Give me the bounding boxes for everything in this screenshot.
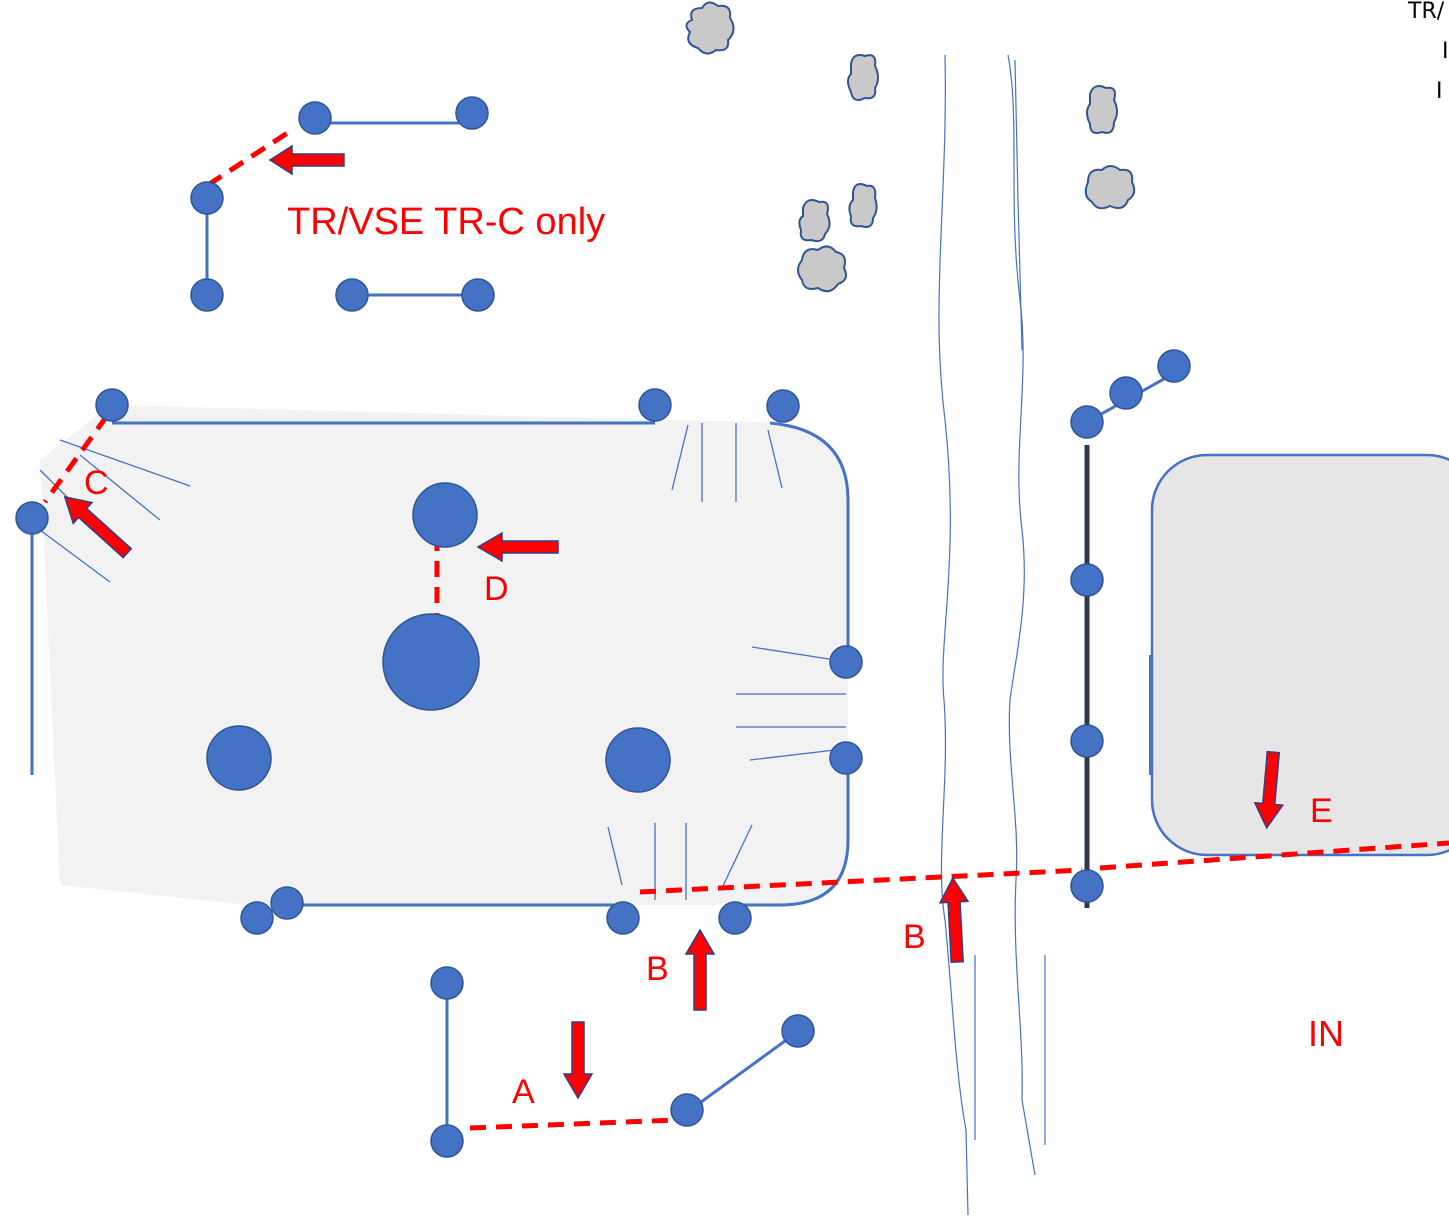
pole xyxy=(335,278,369,312)
label-e: E xyxy=(1310,792,1333,830)
right-box xyxy=(1149,453,1449,857)
pole xyxy=(190,181,224,215)
label-b-right: B xyxy=(903,918,926,956)
arrow-up-icon xyxy=(684,928,716,1011)
dashed-c xyxy=(42,393,125,504)
dashed-b xyxy=(639,867,1083,895)
pole xyxy=(781,1014,815,1048)
bush-icon xyxy=(797,245,847,293)
dashed-e xyxy=(1099,840,1449,871)
arrow-up-left-icon xyxy=(63,495,133,559)
pole xyxy=(1109,376,1143,410)
label-c: C xyxy=(84,464,109,502)
pole xyxy=(240,901,274,935)
pole xyxy=(430,1124,464,1158)
pole xyxy=(829,741,863,775)
pole xyxy=(298,101,332,135)
label-in: IN xyxy=(1308,1013,1344,1054)
pole xyxy=(1070,869,1104,903)
pole xyxy=(718,901,752,935)
creek xyxy=(938,54,1046,1216)
pole xyxy=(455,96,489,130)
top-note-label: TR/VSE TR-C only xyxy=(287,201,605,243)
pole xyxy=(412,482,478,548)
hatch-lines xyxy=(39,423,846,900)
pole xyxy=(638,388,672,422)
arena-top-right-corner xyxy=(769,421,850,662)
poles xyxy=(15,96,1191,1158)
pole xyxy=(95,388,129,422)
bush-icon xyxy=(1086,85,1118,134)
arrow-down-icon xyxy=(1253,750,1285,830)
pole xyxy=(461,278,495,312)
pole xyxy=(206,725,272,791)
red-arrows xyxy=(63,144,1285,1100)
arena-right-lower-edge xyxy=(735,758,850,907)
pole xyxy=(606,901,640,935)
bush-icon xyxy=(685,1,735,55)
bush-icon xyxy=(798,199,831,243)
bush-icon xyxy=(847,54,879,101)
pole xyxy=(1157,349,1191,383)
dashed-top-left xyxy=(206,127,294,188)
pole xyxy=(829,645,863,679)
label-b-left: B xyxy=(646,950,669,988)
pole xyxy=(270,886,304,920)
arrow-left-icon xyxy=(268,144,345,176)
pole xyxy=(15,501,49,535)
pole xyxy=(605,727,671,793)
corner-text-1: TR/ xyxy=(1407,0,1445,24)
corner-text-3: I xyxy=(1436,79,1443,104)
label-a: A xyxy=(512,1073,535,1111)
pole xyxy=(190,278,224,312)
pole xyxy=(1070,724,1104,758)
bush-icon xyxy=(1084,165,1136,210)
bushes xyxy=(685,1,1136,293)
dashed-a xyxy=(469,1117,677,1131)
label-d: D xyxy=(484,570,509,608)
corner-text-2: I xyxy=(1442,39,1449,64)
arrow-left-icon xyxy=(476,531,559,563)
arrow-up-icon xyxy=(938,876,970,964)
right-box-rect xyxy=(1150,453,1449,857)
pole xyxy=(1070,563,1104,597)
pole xyxy=(430,966,464,1000)
pole xyxy=(670,1093,704,1127)
pole xyxy=(766,389,800,423)
pole xyxy=(1070,405,1104,439)
bush-icon xyxy=(848,183,878,228)
pole xyxy=(382,613,480,711)
arrow-down-icon xyxy=(562,1021,594,1100)
